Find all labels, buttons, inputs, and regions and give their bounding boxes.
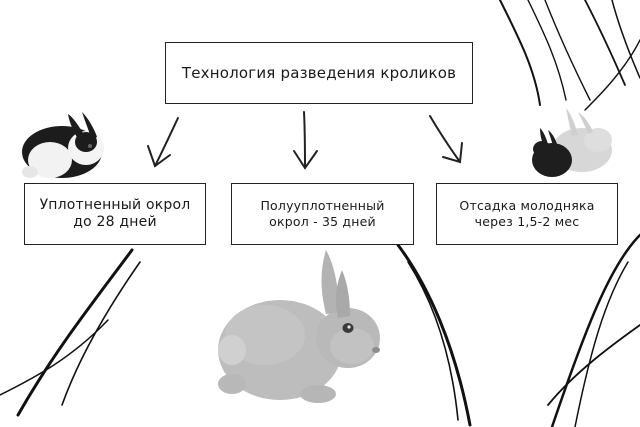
method-semi-dense-line1: Полууплотненный — [260, 198, 385, 214]
method-semi-dense-line2: окрол - 35 дней — [269, 214, 376, 229]
method-dense-line2: до 28 дней — [73, 214, 157, 230]
method-weaning-line1: Отсадка молодняка — [459, 198, 595, 214]
grey-rabbit-image — [218, 250, 380, 403]
arrow-right-icon — [429, 115, 463, 164]
two-rabbits-image — [532, 108, 612, 177]
black-white-rabbit-image — [22, 112, 104, 178]
method-dense-line1: Уплотненный окрол — [39, 196, 191, 213]
arrow-middle-icon — [293, 111, 318, 170]
diagram-title: Технология разведения кроликов — [181, 63, 457, 82]
diagram-title-box: Технология разведения кроликов — [165, 42, 473, 104]
method-weaning-line2: через 1,5-2 мес — [474, 214, 580, 229]
method-box-weaning: Отсадка молодняка через 1,5-2 мес — [436, 183, 618, 245]
arrow-left-icon — [147, 117, 179, 168]
method-box-semi-dense: Полууплотненный окрол - 35 дней — [231, 183, 414, 245]
method-box-dense: Уплотненный окрол до 28 дней — [24, 183, 206, 245]
